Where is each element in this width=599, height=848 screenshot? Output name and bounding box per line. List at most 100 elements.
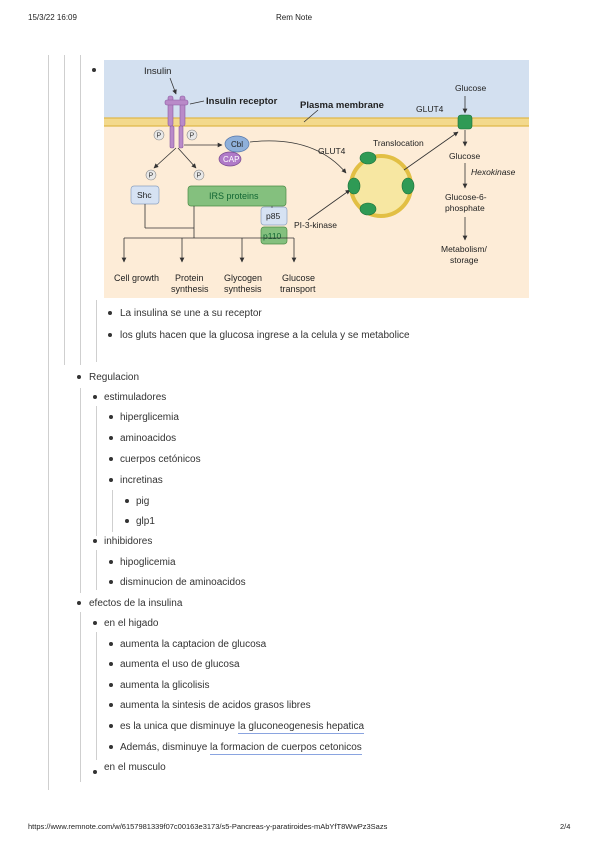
note-item[interactable]: cuerpos cetónicos bbox=[120, 454, 201, 465]
note-item[interactable]: aumenta la captacion de glucosa bbox=[120, 639, 267, 650]
list-bullet bbox=[93, 395, 97, 399]
outline-rail bbox=[80, 388, 81, 593]
output-cell-growth: Cell growth bbox=[114, 273, 159, 283]
svg-text:Protein: Protein bbox=[175, 273, 204, 283]
reference-link-cuerpos-cetonicos[interactable]: la formacion de cuerpos cetonicos bbox=[210, 742, 362, 755]
phospho-badges: P P P P bbox=[145, 129, 205, 181]
note-item[interactable]: aumenta la glicolisis bbox=[120, 680, 210, 691]
note-item[interactable]: pig bbox=[136, 496, 150, 507]
glucose-top-label: Glucose bbox=[455, 83, 486, 93]
insulin-signaling-diagram: Insulin Insulin receptor Plasma membrane… bbox=[104, 60, 529, 298]
insulin-label: Insulin bbox=[144, 66, 171, 77]
svg-text:Cbl: Cbl bbox=[231, 140, 243, 149]
cbl-node bbox=[224, 135, 250, 153]
svg-text:synthesis: synthesis bbox=[171, 284, 209, 294]
irs-proteins-node bbox=[187, 185, 287, 207]
plasma-membrane-label: Plasma membrane bbox=[300, 100, 384, 111]
list-bullet bbox=[77, 375, 81, 379]
list-bullet bbox=[109, 642, 113, 646]
note-item-cuerpos-cetonicos[interactable]: Además, disminuye la formacion de cuerpo… bbox=[120, 742, 362, 755]
list-bullet bbox=[77, 601, 81, 605]
outline-rail bbox=[112, 490, 113, 532]
glut4-label: GLUT4 bbox=[318, 146, 346, 156]
note-item-gluconeogenesis[interactable]: es la unica que disminuye la gluconeogen… bbox=[120, 721, 365, 734]
outline-rail bbox=[80, 612, 81, 782]
insulin-receptor-label: Insulin receptor bbox=[206, 96, 278, 107]
plasma-membrane-band bbox=[104, 118, 529, 126]
list-bullet bbox=[109, 703, 113, 707]
note-item[interactable]: La insulina se une a su receptor bbox=[120, 308, 262, 319]
list-bullet bbox=[93, 621, 97, 625]
note-item-estimuladores[interactable]: estimuladores bbox=[104, 392, 167, 403]
membrane-glut4 bbox=[457, 114, 473, 130]
outline-rail bbox=[80, 55, 81, 365]
note-item[interactable]: los gluts hacen que la glucosa ingrese a… bbox=[120, 330, 410, 341]
reference-link-gluconeogenesis[interactable]: la gluconeogenesis hepatica bbox=[237, 721, 365, 734]
svg-text:Glycogen: Glycogen bbox=[224, 273, 262, 283]
list-bullet bbox=[109, 683, 113, 687]
list-bullet bbox=[108, 333, 112, 337]
print-page-number: 2/4 bbox=[560, 822, 571, 831]
note-item-inhibidores[interactable]: inhibidores bbox=[104, 536, 153, 547]
insulin-receptor bbox=[164, 95, 189, 149]
outline-rail bbox=[96, 632, 97, 760]
note-text: es la unica que disminuye bbox=[120, 721, 238, 732]
list-bullet bbox=[109, 662, 113, 666]
svg-text:IRS proteins: IRS proteins bbox=[209, 191, 259, 201]
list-bullet bbox=[125, 519, 129, 523]
list-bullet bbox=[109, 580, 113, 584]
cytoplasm-region bbox=[104, 122, 529, 298]
list-bullet bbox=[109, 478, 113, 482]
svg-text:P: P bbox=[149, 173, 154, 180]
list-bullet bbox=[92, 68, 96, 72]
hexokinase-label: Hexokinase bbox=[471, 167, 516, 177]
svg-text:p85: p85 bbox=[266, 211, 280, 221]
svg-text:P: P bbox=[157, 133, 162, 140]
svg-text:Glucose-6-: Glucose-6- bbox=[445, 192, 487, 202]
list-bullet bbox=[108, 311, 112, 315]
note-item[interactable]: hipoglicemia bbox=[120, 557, 176, 568]
glut4-top-label: GLUT4 bbox=[416, 104, 444, 114]
svg-text:Shc: Shc bbox=[137, 190, 152, 200]
svg-text:transport: transport bbox=[280, 284, 316, 294]
svg-text:CAP: CAP bbox=[223, 155, 239, 164]
note-text: Además, disminuye bbox=[120, 742, 211, 753]
print-title: Rem Note bbox=[276, 13, 313, 22]
list-bullet bbox=[93, 539, 97, 543]
svg-text:P: P bbox=[190, 133, 195, 140]
note-item-incretinas[interactable]: incretinas bbox=[120, 475, 163, 486]
p85-node bbox=[260, 206, 288, 226]
note-item[interactable]: glp1 bbox=[136, 516, 155, 527]
list-bullet bbox=[109, 560, 113, 564]
glut4-transporters bbox=[347, 151, 415, 216]
list-bullet bbox=[109, 724, 113, 728]
list-bullet bbox=[109, 415, 113, 419]
note-item[interactable]: aminoacidos bbox=[120, 433, 177, 444]
outline-rail bbox=[96, 550, 97, 590]
svg-text:synthesis: synthesis bbox=[224, 284, 262, 294]
svg-text:p110: p110 bbox=[263, 231, 282, 241]
svg-text:P: P bbox=[197, 173, 202, 180]
svg-text:storage: storage bbox=[450, 255, 479, 265]
note-item[interactable]: aumenta el uso de glucosa bbox=[120, 659, 240, 670]
svg-text:phosphate: phosphate bbox=[445, 203, 485, 213]
outline-rail bbox=[64, 55, 65, 365]
p110-node bbox=[260, 226, 288, 245]
svg-text:Metabolism/: Metabolism/ bbox=[441, 244, 487, 254]
note-item-higado[interactable]: en el higado bbox=[104, 618, 159, 629]
note-item-efectos[interactable]: efectos de la insulina bbox=[89, 598, 183, 609]
list-bullet bbox=[125, 499, 129, 503]
list-bullet bbox=[109, 457, 113, 461]
list-bullet bbox=[93, 770, 97, 774]
note-item[interactable]: hiperglicemia bbox=[120, 412, 179, 423]
note-item[interactable]: aumenta la sintesis de acidos grasos lib… bbox=[120, 700, 311, 711]
note-item[interactable]: disminucion de aminoacidos bbox=[120, 577, 246, 588]
svg-text:Glucose: Glucose bbox=[282, 273, 315, 283]
outline-rail bbox=[96, 406, 97, 536]
note-item-musculo[interactable]: en el musculo bbox=[104, 762, 166, 773]
outline-rail bbox=[48, 55, 49, 790]
glucose-mid-label: Glucose bbox=[449, 151, 480, 161]
print-datetime: 15/3/22 16:09 bbox=[28, 13, 77, 22]
list-bullet bbox=[109, 436, 113, 440]
note-item-regulacion[interactable]: Regulacion bbox=[89, 372, 140, 383]
